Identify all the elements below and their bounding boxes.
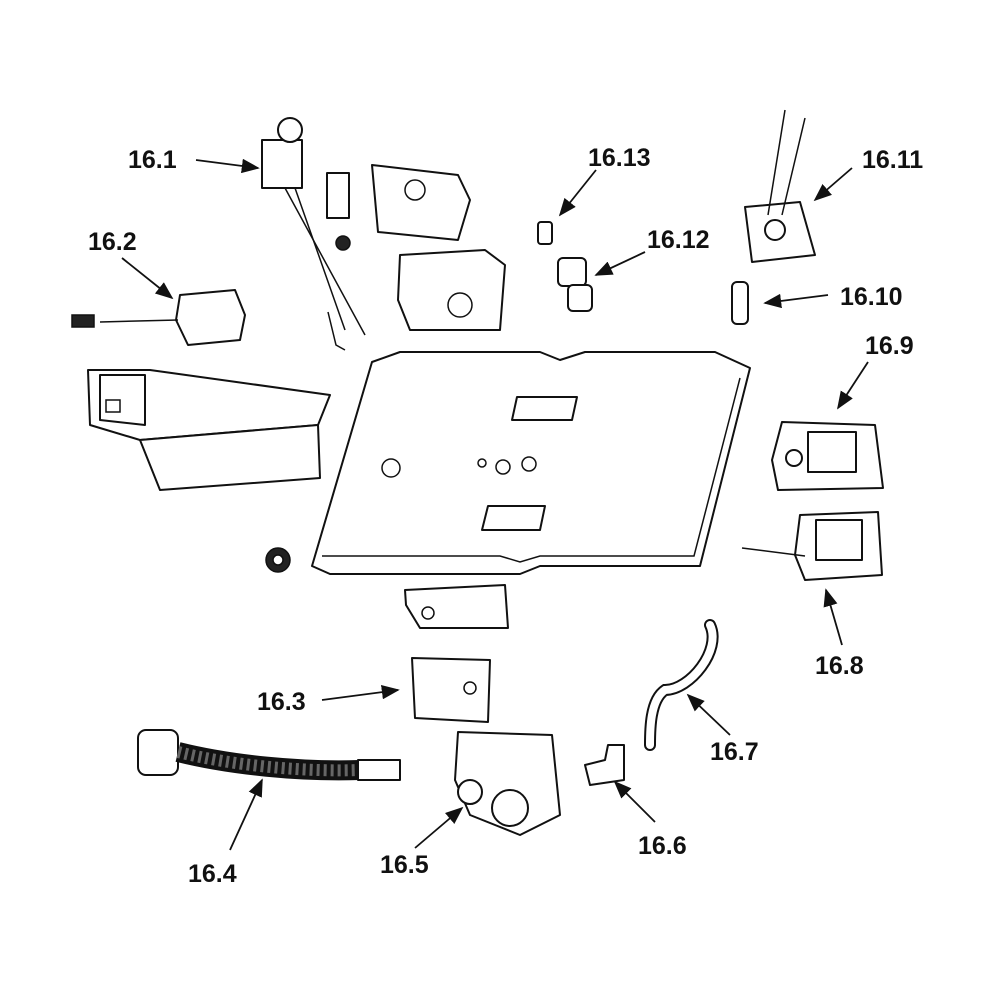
fitting-16-13 — [537, 221, 553, 245]
arrow-16-7 — [686, 693, 731, 736]
valve-bracket-16-3 — [411, 657, 491, 723]
side-tray — [87, 369, 331, 491]
arrow-16-5 — [414, 806, 464, 849]
label-16-13: 16.13 — [588, 144, 651, 172]
arrow-16-12 — [594, 251, 646, 276]
label-16-10: 16.10 — [840, 283, 903, 311]
arrow-16-9 — [837, 361, 869, 410]
arrow-16-4 — [229, 778, 263, 851]
heat-shield-upper — [371, 164, 471, 241]
label-16-6: 16.6 — [638, 832, 687, 860]
label-16-1: 16.1 — [128, 146, 177, 174]
arrow-16-8 — [823, 588, 843, 646]
heat-shield-lower — [397, 249, 506, 331]
igniter — [731, 281, 749, 325]
label-16-8: 16.8 — [815, 652, 864, 680]
arrow-16-1 — [195, 158, 260, 174]
electrode-plate — [744, 109, 816, 263]
grommet — [265, 547, 291, 573]
arrow-16-6 — [613, 780, 656, 823]
gas-valve — [454, 731, 561, 836]
arrow-16-3 — [321, 684, 400, 701]
label-16-4: 16.4 — [188, 860, 237, 888]
control-module — [71, 289, 246, 346]
flex-gas-line — [137, 729, 401, 781]
elbow-fitting — [584, 744, 625, 786]
burner-plate — [311, 351, 751, 575]
receiver-16-9 — [771, 421, 884, 491]
battery-box-16-8 — [741, 511, 883, 581]
label-16-3: 16.3 — [257, 688, 306, 716]
valve-bracket-upper — [404, 584, 509, 629]
label-16-9: 16.9 — [865, 332, 914, 360]
label-16-5: 16.5 — [380, 851, 429, 879]
pilot-assembly — [261, 117, 366, 351]
arrow-16-11 — [813, 167, 853, 202]
arrow-16-13 — [558, 169, 597, 217]
fitting-16-12 — [557, 257, 593, 312]
label-16-2: 16.2 — [88, 228, 137, 256]
label-16-12: 16.12 — [647, 226, 710, 254]
arrow-16-2 — [121, 257, 174, 300]
callout-arrows — [121, 158, 869, 851]
pilot-tube — [644, 619, 719, 751]
label-16-11: 16.11 — [862, 146, 923, 174]
label-16-7: 16.7 — [710, 738, 759, 766]
arrow-16-10 — [763, 293, 829, 309]
